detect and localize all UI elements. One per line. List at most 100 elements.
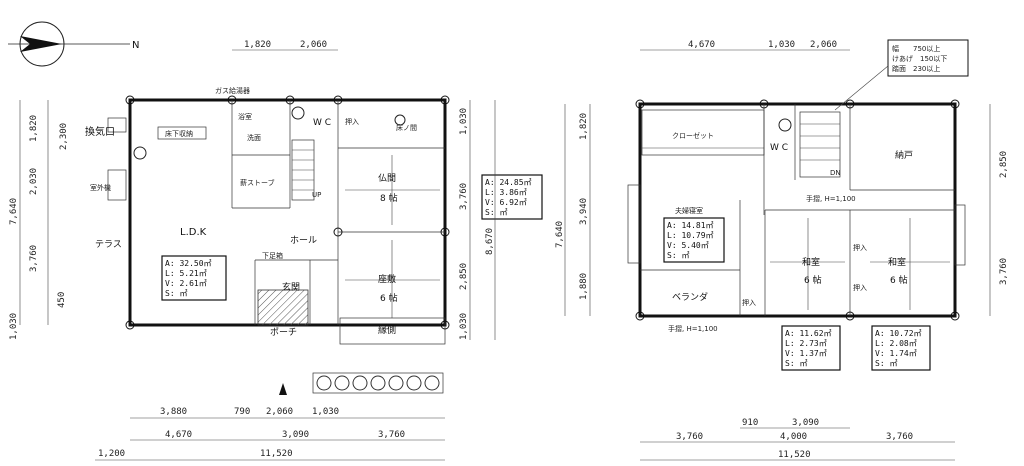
room-porch-label: ポーチ (270, 327, 297, 338)
butsuma-l: 3.86㎡ (499, 188, 526, 197)
area-box-washitsu1: A: 11.62㎡ L: 2.73㎡ V: 1.37㎡ S: ㎡ (781, 325, 841, 371)
f2-washitsu2-size: 6 帖 (890, 274, 908, 286)
ldk-l: 5.21㎡ (179, 269, 206, 278)
f2-top-dim-2: 2,060 (810, 40, 837, 50)
f2-top-dim-0: 4,670 (688, 40, 715, 50)
svg-text:S: ㎡: S: ㎡ (785, 359, 807, 368)
butsuma-a: 24.85㎡ (499, 178, 531, 187)
oshiire-label: 押入 (345, 117, 359, 126)
svg-text:L: 2.73㎡: L: 2.73㎡ (785, 339, 827, 348)
washitsu2-s: ㎡ (889, 359, 897, 368)
floor2-plan: クローゼット W C 納戸 夫婦寝室 和室 6 帖 和室 6 帖 ベランダ 押入… (555, 39, 1009, 461)
f1-bot3-dim-0: 1,200 (98, 449, 125, 459)
legend-2: 踏面 230以上 (892, 64, 940, 73)
svg-text:S: ㎡: S: ㎡ (165, 289, 187, 298)
f2-nando-label: 納戸 (895, 149, 913, 161)
room-butsuma-label: 仏間 (378, 173, 396, 184)
f1-left-dim-5: 450 (57, 292, 67, 308)
f1-bot1-dim-2: 2,060 (266, 407, 293, 417)
f1-left-dim-3: 7,640 (9, 198, 19, 225)
washitsu2-v: 1.74㎡ (889, 349, 916, 358)
f2-bot3-dim-0: 11,520 (778, 450, 811, 460)
f1-left-dim-0: 1,820 (29, 115, 39, 142)
master-s: ㎡ (681, 251, 689, 260)
f2-washitsu2-label: 和室 (888, 256, 906, 268)
room-butsuma-size: 8 帖 (380, 192, 398, 204)
f1-left-dim-4: 3,760 (29, 245, 39, 272)
area-box-butsuma: A: 24.85㎡ L: 3.86㎡ V: 6.92㎡ S: ㎡ (481, 174, 543, 220)
floor1-shrubs (312, 372, 444, 394)
f2-rail2-label: 手摺, H=1,100 (668, 324, 718, 333)
f1-bot2-dim-1: 3,090 (282, 430, 309, 440)
f2-left-dim-0: 1,820 (579, 113, 589, 140)
svg-text:L: 3.86㎡: L: 3.86㎡ (485, 188, 527, 197)
f1-right-dim-2: 8,670 (485, 228, 495, 255)
shoe-box-label: 下足箱 (262, 251, 283, 260)
f2-right-dim-0: 2,850 (999, 151, 1009, 178)
svg-text:V: 6.92㎡: V: 6.92㎡ (485, 198, 527, 207)
f2-bot2-dim-2: 3,760 (886, 432, 913, 442)
svg-text:A: 14.81㎡: A: 14.81㎡ (667, 221, 714, 230)
f1-bot2-dim-2: 3,760 (378, 430, 405, 440)
washitsu2-l: 2.08㎡ (889, 339, 916, 348)
svg-text:V: 1.37㎡: V: 1.37㎡ (785, 349, 827, 358)
f2-bot2-dim-0: 3,760 (676, 432, 703, 442)
f1-bot3-dim-1: 11,520 (260, 449, 293, 459)
area-box-washitsu2: A: 10.72㎡ L: 2.08㎡ V: 1.74㎡ S: ㎡ (871, 325, 931, 371)
f2-wc-label: W C (770, 143, 788, 153)
f2-oshiire3-label: 押入 (853, 283, 867, 292)
svg-text:V: 1.74㎡: V: 1.74㎡ (875, 349, 917, 358)
f2-washitsu1-size: 6 帖 (804, 274, 822, 286)
floor1-plan: L.D.K テラス ホール 仏間 8 帖 座敷 6 帖 玄関 ポーチ 縁側 W … (9, 40, 543, 461)
washitsu1-v: 1.37㎡ (799, 349, 826, 358)
senmen-label: 洗面 (247, 133, 261, 142)
ldk-v: 2.61㎡ (179, 279, 206, 288)
washitsu1-l: 2.73㎡ (799, 339, 826, 348)
outdoor-unit-label: 室外機 (90, 183, 111, 192)
area-box-master: A: 14.81㎡ L: 10.79㎡ V: 5.40㎡ S: ㎡ (663, 217, 725, 263)
room-zashiki-size: 6 帖 (380, 292, 398, 304)
f2-master-label: 夫婦寝室 (675, 206, 703, 215)
f1-right-dim-3: 2,850 (459, 263, 469, 290)
master-a: 14.81㎡ (681, 221, 713, 230)
f2-rail1-label: 手摺, H=1,100 (806, 194, 856, 203)
north-arrow: N (8, 21, 139, 67)
ldk-a: 32.50㎡ (179, 259, 211, 268)
f2-right-dim-1: 3,760 (999, 258, 1009, 285)
f2-dn-label: DN (830, 169, 841, 177)
svg-text:A: 24.85㎡: A: 24.85㎡ (485, 178, 532, 187)
room-terrace-label: テラス (95, 239, 122, 250)
washitsu1-a: 11.62㎡ (799, 329, 831, 338)
stairs-up-label: UP (312, 191, 321, 199)
f1-right-dim-4: 1,030 (459, 313, 469, 340)
f2-left-dim-3: 1,880 (579, 273, 589, 300)
f2-veranda-label: ベランダ (672, 291, 708, 303)
butsuma-v: 6.92㎡ (499, 198, 526, 207)
yokushitsu-label: 浴室 (238, 112, 252, 121)
svg-text:V: 5.40㎡: V: 5.40㎡ (667, 241, 709, 250)
fireplace-label: 薪ストーブ (240, 178, 275, 187)
f1-top-dim-0: 1,820 (244, 40, 271, 50)
f2-oshiire2-label: 押入 (853, 243, 867, 252)
washitsu1-s: ㎡ (799, 359, 807, 368)
master-l: 10.79㎡ (681, 231, 713, 240)
room-genkan-label: 玄関 (282, 281, 300, 293)
f1-left-dim-6: 1,030 (9, 313, 19, 340)
f1-bot1-dim-3: 1,030 (312, 407, 339, 417)
legend-0: 幅 750以上 (892, 44, 940, 53)
butsuma-s: ㎡ (499, 208, 507, 217)
f2-oshiire1-label: 押入 (742, 298, 756, 307)
kitchen-storage-label: 床下収納 (165, 129, 193, 138)
f2-left-dim-2: 7,640 (555, 221, 565, 248)
f2-closet-label: クローゼット (672, 131, 714, 140)
f1-left-dim-1: 2,300 (59, 123, 69, 150)
area-box-ldk: A: 32.50㎡ L: 5.21㎡ V: 2.61㎡ S: ㎡ (161, 255, 227, 301)
f1-bot1-dim-1: 790 (234, 407, 250, 417)
stair-legend: 幅 750以上 けあげ 150以下 踏面 230以上 (834, 39, 969, 111)
svg-text:S: ㎡: S: ㎡ (667, 251, 689, 260)
entrance-arrow-icon (279, 383, 287, 395)
room-hall-label: ホール (290, 235, 317, 246)
room-zashiki-label: 座敷 (378, 273, 396, 285)
svg-text:A: 10.72㎡: A: 10.72㎡ (875, 329, 922, 338)
